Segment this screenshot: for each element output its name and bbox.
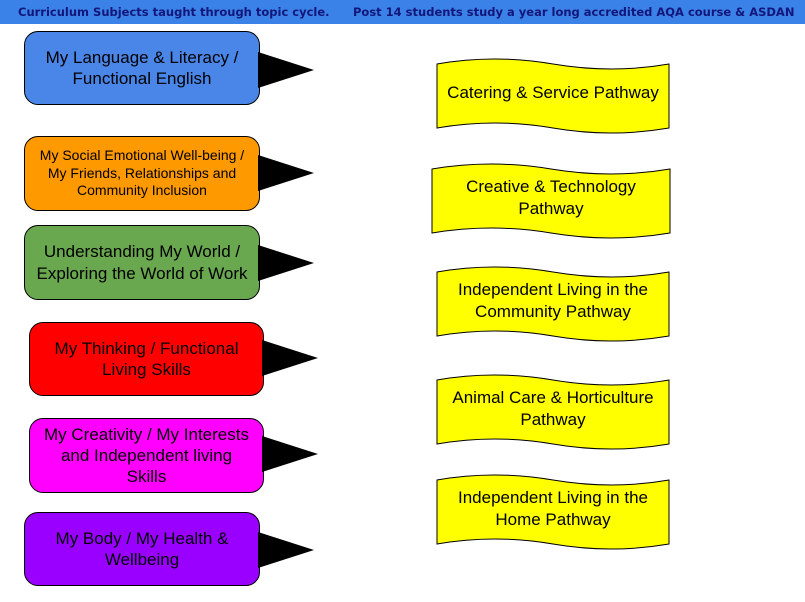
header-banner: Curriculum Subjects taught through topic…: [0, 0, 805, 24]
subject-box-creativity: My Creativity / My Interests and Indepen…: [29, 418, 264, 493]
pathway-animal-care: Animal Care & Horticulture Pathway: [436, 374, 670, 452]
arrow-right-icon: [258, 155, 314, 191]
pathway-label: Creative & Technology Pathway: [466, 176, 636, 218]
subject-label: My Thinking / Functional Living Skills: [54, 338, 239, 379]
subject-box-world: Understanding My World / Exploring the W…: [24, 225, 260, 300]
arrow-right-icon: [258, 52, 314, 88]
subject-label: My Social Emotional Well-being / My Frie…: [39, 147, 245, 199]
subject-label: My Creativity / My Interests and Indepen…: [44, 424, 249, 487]
subject-label: My Language & Literacy / Functional Engl…: [45, 47, 239, 88]
pathway-community: Independent Living in the Community Path…: [436, 266, 670, 344]
arrow-right-icon: [262, 436, 318, 472]
pathway-label: Independent Living in the Home Pathway: [458, 487, 648, 529]
subject-label: Understanding My World / Exploring the W…: [36, 242, 248, 283]
subject-box-language: My Language & Literacy / Functional Engl…: [24, 31, 260, 105]
pathway-home: Independent Living in the Home Pathway: [436, 474, 670, 552]
subject-box-social: My Social Emotional Well-being / My Frie…: [24, 136, 260, 211]
pathway-label: Catering & Service Pathway: [447, 82, 659, 102]
pathway-label: Independent Living in the Community Path…: [458, 279, 648, 321]
subject-label: My Body / My Health & Wellbeing: [55, 528, 229, 569]
arrow-right-icon: [258, 532, 314, 568]
arrow-right-icon: [262, 340, 318, 376]
subject-box-body: My Body / My Health & Wellbeing: [24, 512, 260, 586]
pathway-catering: Catering & Service Pathway: [436, 58, 670, 136]
arrow-right-icon: [258, 245, 314, 281]
pathway-label: Animal Care & Horticulture Pathway: [452, 387, 654, 429]
pathway-creative: Creative & Technology Pathway: [431, 163, 671, 241]
banner-right-text: Post 14 students study a year long accre…: [353, 5, 795, 19]
subject-box-thinking: My Thinking / Functional Living Skills: [29, 322, 264, 396]
banner-left-text: Curriculum Subjects taught through topic…: [18, 5, 330, 19]
